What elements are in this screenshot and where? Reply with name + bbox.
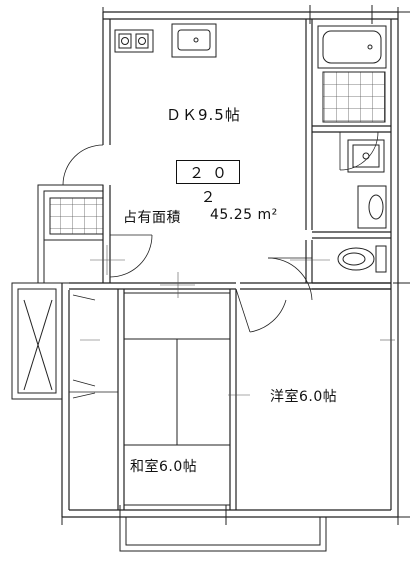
bathroom-door[interactable] — [339, 131, 379, 171]
entrance-stair — [37, 184, 104, 284]
area-value: 45.25 m² — [210, 207, 278, 223]
balcony-left — [11, 282, 63, 400]
toilet-door[interactable] — [267, 257, 313, 301]
closet — [69, 294, 118, 399]
bathtub — [317, 25, 387, 69]
entrance-door[interactable] — [62, 144, 104, 186]
bathroom-floor — [322, 71, 386, 123]
tatami — [123, 292, 231, 506]
toilet — [337, 245, 387, 273]
room-label-japanese: 和室6.0帖 — [128, 456, 200, 476]
area-label: 占有面積 — [123, 210, 181, 226]
washing-machine-pan — [347, 139, 385, 173]
dk-east-wall — [305, 19, 313, 283]
stove — [114, 29, 154, 53]
unit-number: ２０２ — [176, 160, 240, 206]
kitchen-sink — [171, 23, 217, 58]
washbasin — [357, 185, 387, 229]
axis-marks — [80, 245, 395, 396]
dk-door[interactable] — [109, 234, 153, 278]
balcony-south — [119, 516, 327, 552]
room-label-western: 洋室6.0帖 — [270, 389, 338, 405]
room-label-dk: ＤＫ9.5帖 — [166, 106, 241, 124]
western-room-door[interactable] — [235, 288, 287, 333]
